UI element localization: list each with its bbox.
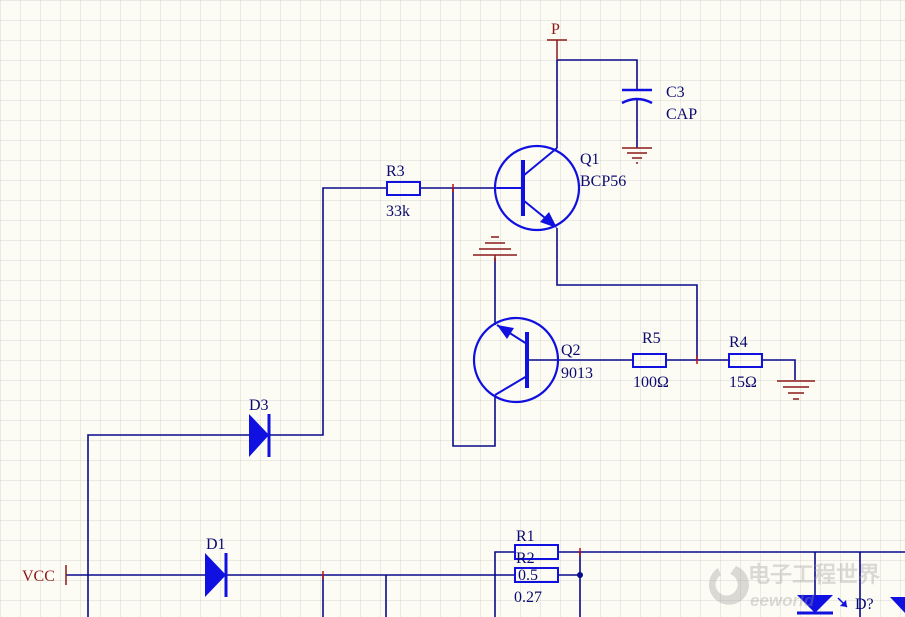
r2-ref: R2 — [516, 550, 535, 567]
watermark: 电子工程世界 eeworld — [708, 562, 880, 610]
capacitor-c3: C3 CAP — [621, 84, 697, 123]
r1-value: 0.27 — [514, 589, 542, 606]
r2-value: 0.5 — [518, 567, 538, 584]
transistor-q1: Q1 BCP56 — [493, 144, 626, 232]
resistor-r2: R2 0.5 — [514, 550, 559, 584]
q2-ref: Q2 — [561, 342, 581, 359]
wire-r4-gnd — [762, 359, 796, 380]
ground-c3 — [622, 147, 652, 164]
wire-r1-left — [494, 551, 515, 617]
wire-q1e-node — [556, 228, 698, 360]
r5-value: 100Ω — [633, 374, 669, 391]
r4-value: 15Ω — [729, 374, 757, 391]
watermark-sub: eeworld — [750, 591, 815, 610]
wires — [66, 59, 905, 617]
c3-value: CAP — [666, 106, 697, 123]
watermark-text: 电子工程世界 — [748, 562, 880, 587]
r5-ref: R5 — [642, 330, 661, 347]
d-unknown-ref: D? — [855, 596, 874, 613]
wire-vcc-d3 — [87, 434, 249, 617]
diode-unknown: D? — [797, 595, 905, 615]
ground-q2 — [473, 236, 517, 262]
ground-r4 — [777, 380, 815, 400]
r1-ref: R1 — [516, 528, 535, 545]
q2-value: 9013 — [561, 365, 593, 382]
diode-d3: D3 — [249, 397, 271, 457]
q1-value: BCP56 — [580, 173, 626, 190]
resistor-r5: R5 100Ω — [632, 330, 669, 391]
transistor-q2: Q2 9013 — [472, 316, 593, 404]
resistor-r1: R1 0.27 — [514, 528, 559, 606]
port-vcc-label: VCC — [22, 568, 55, 585]
watermark-logo-icon — [708, 566, 749, 605]
c3-ref: C3 — [666, 84, 685, 101]
q1-ref: Q1 — [580, 151, 600, 168]
d3-ref: D3 — [249, 397, 269, 414]
r3-value: 33k — [386, 203, 410, 220]
r3-ref: R3 — [386, 163, 405, 180]
wire-d3-r3 — [269, 187, 387, 436]
diode-d1: D1 — [205, 536, 228, 597]
d1-ref: D1 — [206, 536, 226, 553]
port-vcc: VCC — [22, 565, 67, 585]
port-p-label: P — [551, 21, 560, 38]
wire-c3-top — [557, 59, 638, 90]
resistor-r3: R3 33k — [386, 163, 421, 220]
r4-ref: R4 — [729, 334, 748, 351]
wire-q2-emitter — [452, 188, 496, 447]
port-p: P — [547, 21, 567, 60]
resistor-r4: R4 15Ω — [728, 334, 763, 391]
junction-dot — [577, 572, 583, 578]
junctions — [322, 184, 698, 579]
